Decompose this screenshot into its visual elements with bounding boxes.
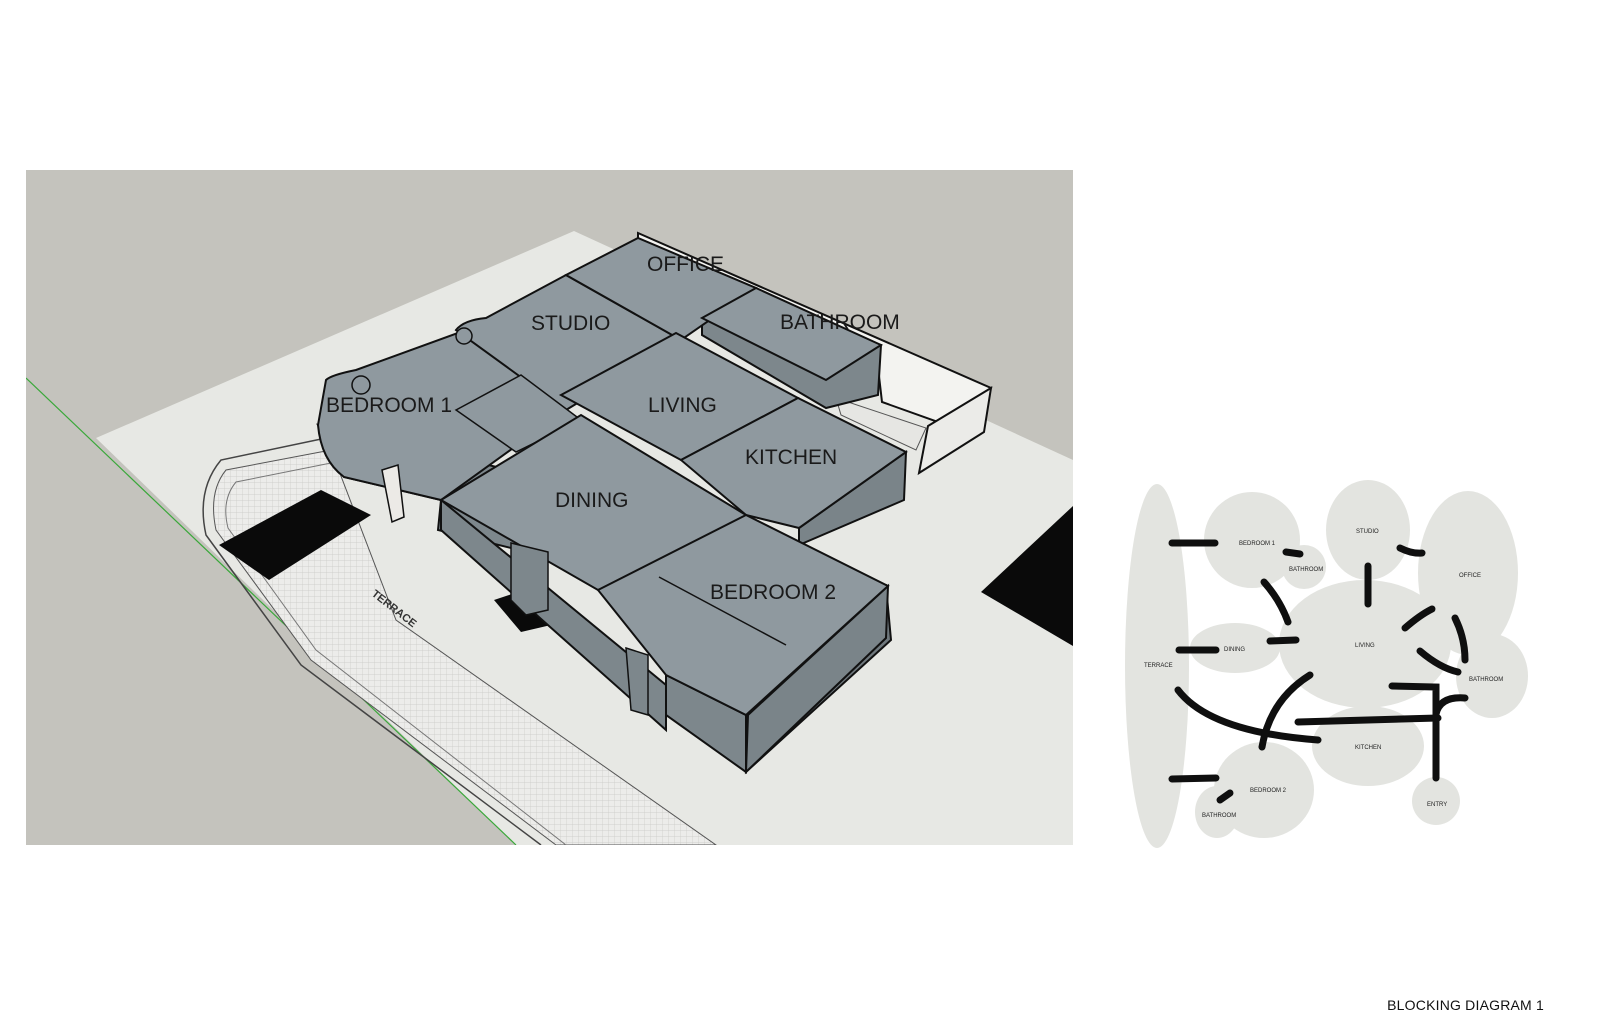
- label-bedroom2: BEDROOM 2: [710, 581, 836, 604]
- connector-dining-living: [1266, 636, 1300, 645]
- sheet-title: BLOCKING DIAGRAM 1: [1387, 997, 1544, 1013]
- bubble-dining: [1190, 623, 1280, 673]
- shadow-block-right: [981, 506, 1073, 646]
- connector-living-bathroom: [1416, 647, 1462, 676]
- label-office: OFFICE: [647, 253, 724, 276]
- bubble-label-terrace: TERRACE: [1144, 663, 1173, 669]
- bubble-label-office: OFFICE: [1459, 573, 1481, 579]
- bubble-studio: [1326, 480, 1410, 580]
- connector-bedroom1-bathroom: [1282, 548, 1304, 558]
- roof-bedroom2-divider: [658, 576, 787, 646]
- skylight-studio: [455, 327, 473, 345]
- terrace-inner-line: [225, 461, 567, 845]
- roof-bedroom1: [316, 328, 568, 502]
- connector-office-bathroom: [1451, 614, 1469, 664]
- green-axis-line: [26, 377, 517, 845]
- connector-bedroom2-bathroom: [1216, 789, 1234, 804]
- label-studio: STUDIO: [531, 312, 610, 335]
- label-bedroom1: BEDROOM 1: [326, 394, 452, 417]
- label-living: LIVING: [648, 394, 717, 417]
- bubble-label-bathroom-bottom: BATHROOM: [1202, 813, 1236, 819]
- connector-kitchen-entry: [1294, 714, 1442, 726]
- massing-model: TERRACE: [26, 170, 1073, 845]
- bubble-diagram: TERRACE BEDROOM 1 BATHROOM STUDIO OFFICE…: [1120, 470, 1530, 860]
- bubble-bedroom1: [1204, 492, 1300, 588]
- bubble-terrace: [1125, 484, 1189, 848]
- bubble-label-bathroom-right: BATHROOM: [1469, 677, 1503, 683]
- bubble-living: [1279, 580, 1451, 708]
- skylight-bedroom1: [351, 375, 371, 395]
- bubble-label-living: LIVING: [1355, 643, 1375, 649]
- front-wall-dining: [440, 497, 667, 733]
- connector-entry-living: [1388, 682, 1440, 782]
- bubble-label-bedroom1: BEDROOM 1: [1239, 541, 1276, 547]
- adjacency-diagram: TERRACE BEDROOM 1 BATHROOM STUDIO OFFICE…: [1125, 480, 1528, 848]
- model-view: TERRACE: [26, 170, 1073, 845]
- bubble-label-bathroom-top: BATHROOM: [1289, 567, 1323, 573]
- connector-living-bedroom2: [1258, 671, 1314, 751]
- bubble-entry: [1412, 777, 1460, 825]
- label-bathroom: BATHROOM: [780, 311, 900, 334]
- roof-bedroom2: [596, 513, 890, 717]
- label-kitchen: KITCHEN: [745, 446, 837, 469]
- roof-bathroom: [699, 286, 884, 382]
- shadow-block-left: [219, 490, 371, 580]
- bubble-label-entry: ENTRY: [1427, 802, 1447, 808]
- bubble-label-studio: STUDIO: [1356, 529, 1379, 535]
- bubble-kitchen: [1312, 706, 1424, 786]
- connector-bedroom1-living: [1260, 578, 1292, 626]
- courtyard-wall-end: [917, 386, 993, 476]
- label-dining: DINING: [555, 489, 629, 512]
- connector-lines: [1168, 539, 1469, 804]
- bubble-label-bedroom2: BEDROOM 2: [1250, 788, 1287, 794]
- roof-kitchen: [679, 396, 908, 530]
- terrace-edge-line: [202, 437, 542, 845]
- connector-office-living: [1401, 605, 1436, 632]
- bubble-office: [1418, 491, 1518, 655]
- bubble-label-kitchen: KITCHEN: [1355, 745, 1381, 751]
- connector-studio-office: [1396, 544, 1426, 557]
- bubble-label-dining: DINING: [1224, 647, 1245, 653]
- connector-terrace-bedroom2: [1168, 774, 1220, 783]
- entry-block: [510, 542, 549, 616]
- terrace-area: [213, 449, 717, 845]
- courtyard-floor: [835, 397, 927, 451]
- bubble-bathroom-bottom: [1195, 786, 1239, 838]
- connector-terrace-kitchen: [1174, 686, 1322, 744]
- bubble-bathroom-right: [1456, 634, 1528, 718]
- column-fin-2: [625, 646, 649, 717]
- column-fin-1: [381, 464, 405, 524]
- connector-entry-bathroom: [1432, 694, 1469, 718]
- bubble-bedroom2: [1214, 742, 1314, 838]
